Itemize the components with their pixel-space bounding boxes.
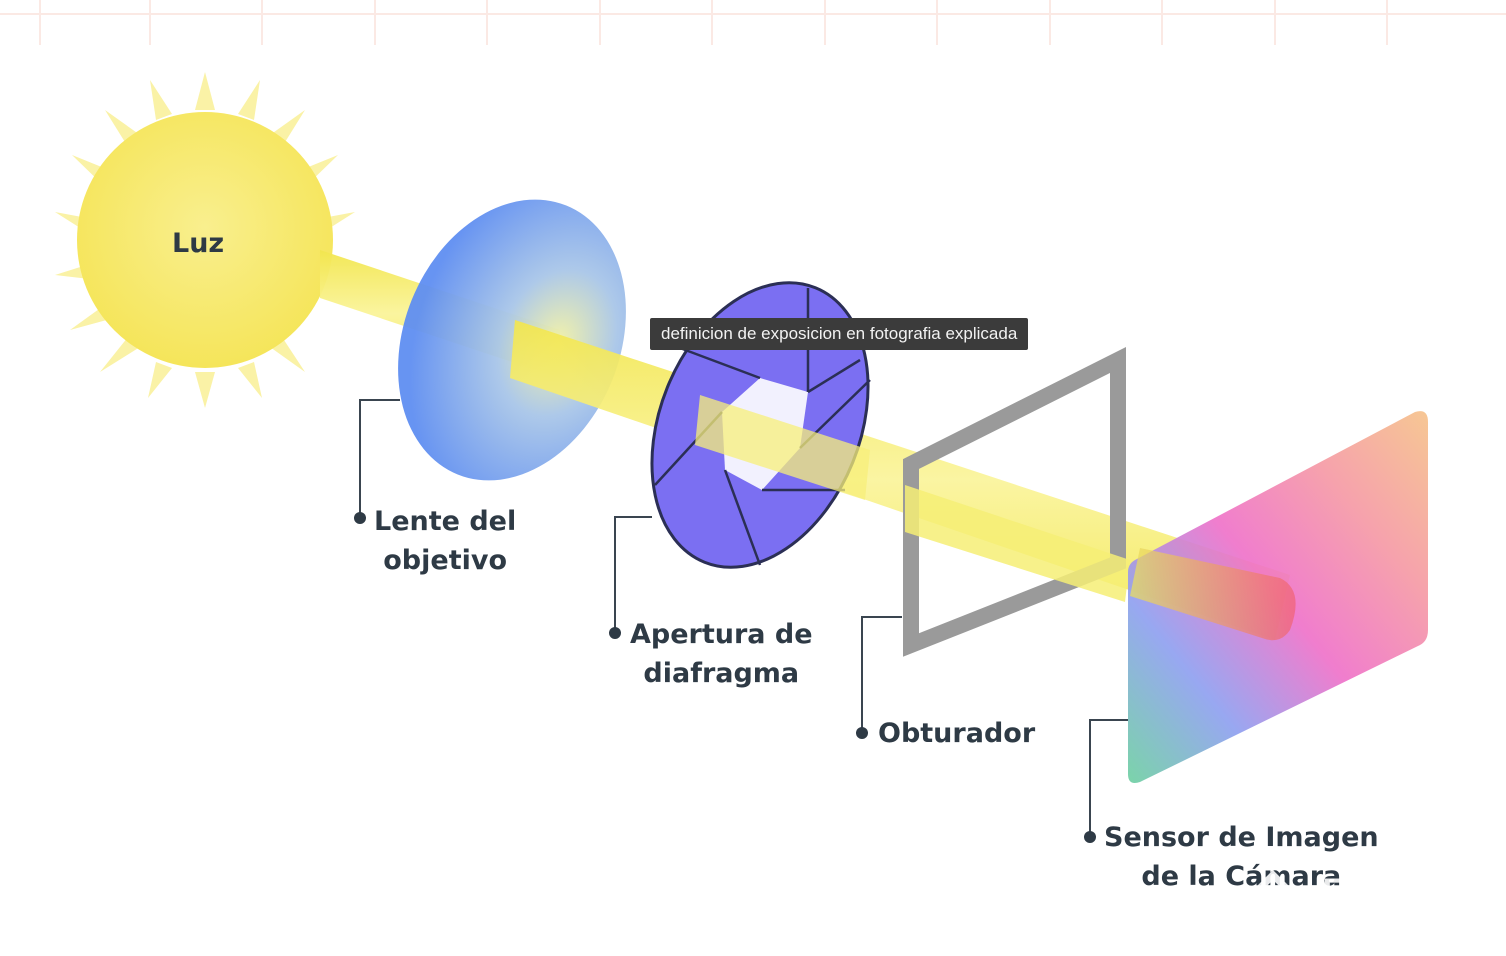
lens-shape: [398, 199, 626, 481]
background-grid: [0, 0, 1506, 45]
image-tooltip: definicion de exposicion en fotografia e…: [650, 318, 1029, 350]
label-sensor-line1: Sensor de Imagen: [1104, 822, 1379, 853]
watermark-text: Platzi: [1320, 866, 1463, 929]
label-lente-line1: Lente del: [374, 506, 517, 537]
label-lente-line2: objetivo: [383, 545, 508, 576]
platzi-logo-icon: [1241, 870, 1305, 934]
label-sensor: Sensor de Imagen de la Cámara: [1104, 818, 1379, 896]
label-sensor-line2: de la Cámara: [1141, 861, 1342, 892]
label-apertura: Apertura de diafragma: [630, 615, 813, 693]
leader-lines: [359, 399, 1128, 837]
label-apertura-line2: diafragma: [643, 658, 800, 689]
label-obturador: Obturador: [878, 718, 1036, 749]
label-luz: Luz: [172, 228, 225, 259]
leader-dots: [354, 512, 1096, 843]
label-lente: Lente del objetivo: [374, 502, 516, 580]
light-beam-overlay: [695, 395, 870, 500]
label-apertura-line1: Apertura de: [630, 619, 813, 650]
sun-icon: [77, 112, 333, 368]
light-beam-overlay-2: [905, 485, 1130, 602]
light-beam-end: [1130, 548, 1296, 641]
